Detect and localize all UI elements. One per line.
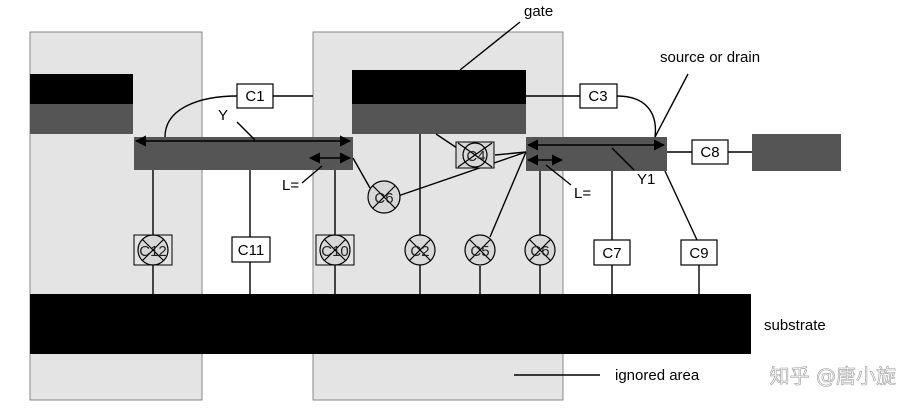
cap-c9: C9 [680, 239, 718, 266]
svg-text:C6: C6 [374, 190, 393, 207]
label-substrate: substrate [764, 317, 826, 334]
center-gate-bottom [352, 104, 526, 134]
label-y1: Y1 [637, 171, 655, 188]
svg-text:C4: C4 [466, 148, 485, 165]
cap-c3: C3 [579, 83, 618, 109]
cap-c8: C8 [691, 139, 729, 165]
dimension-arrows [134, 135, 666, 166]
svg-text:C1: C1 [245, 88, 264, 105]
svg-text:C8: C8 [700, 144, 719, 161]
label-gate: gate [524, 3, 553, 20]
svg-text:C11: C11 [238, 242, 264, 259]
label-l-right: L= [574, 185, 591, 202]
svg-text:C5: C5 [470, 243, 489, 260]
label-source-or-drain: source or drain [660, 49, 760, 66]
svg-text:C6: C6 [530, 243, 549, 260]
watermark: 知乎 @唐小旋 [770, 364, 896, 388]
cap-c7: C7 [593, 239, 631, 266]
cap-c5-ignored: C5 [464, 234, 496, 266]
label-l-left: L= [282, 177, 299, 194]
cap-c11: C11 [231, 236, 271, 263]
left-gate-top [30, 74, 133, 104]
svg-text:C7: C7 [602, 245, 621, 262]
svg-text:C10: C10 [321, 243, 349, 260]
svg-text:C12: C12 [139, 243, 167, 260]
cap-c10-ignored: C10 [315, 234, 355, 266]
cap-c12-ignored: C12 [133, 234, 173, 266]
connection-lines [152, 21, 752, 376]
svg-text:C9: C9 [689, 245, 708, 262]
center-gate-top [352, 70, 526, 104]
label-ignored-area: ignored area [615, 367, 700, 384]
cap-c1: C1 [236, 83, 274, 109]
cap-c6-ignored: C6 [524, 234, 556, 266]
cap-c6-mid-ignored: C6 [367, 180, 401, 214]
left-source-drain [134, 137, 353, 170]
substrate-bar [30, 294, 751, 354]
svg-text:C3: C3 [588, 88, 607, 105]
neighbor-conductor [752, 134, 841, 171]
left-gate-bottom [30, 104, 133, 134]
svg-text:C2: C2 [410, 243, 429, 260]
cap-c4-ignored: C4 [455, 141, 495, 169]
label-y: Y [218, 107, 228, 124]
cap-c2-ignored: C2 [404, 234, 436, 266]
